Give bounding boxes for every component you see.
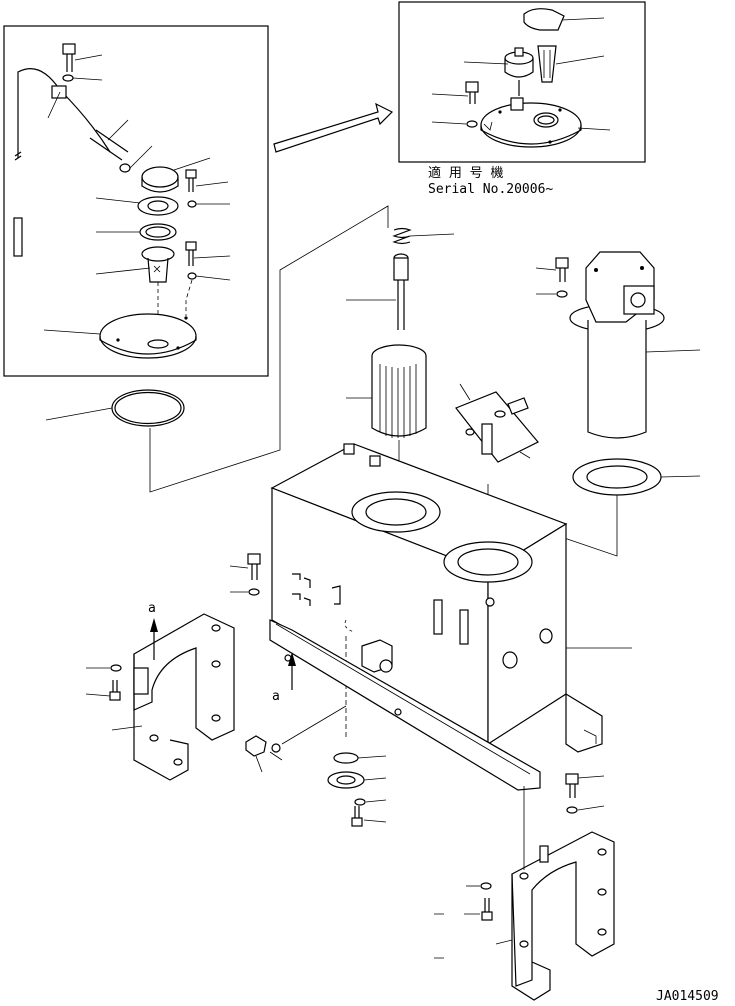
small-bracket [455, 383, 539, 463]
wire-clamp-icon [51, 85, 67, 99]
tank-base-rail [269, 619, 603, 791]
left-mounting-bracket [85, 553, 261, 781]
cover-plate-icon [99, 313, 197, 359]
line-filter-assembly [487, 251, 701, 557]
right-inset-breather [398, 1, 646, 163]
o-ring [45, 389, 185, 427]
bolt-icon [62, 43, 76, 55]
cap-icon [141, 166, 179, 188]
float-sensor-icon [13, 217, 23, 257]
view-marker-a-left: a [148, 601, 156, 616]
drawing-number: JA014509 [656, 989, 719, 1004]
view-marker-a-middle: a [272, 689, 280, 704]
applicable-serial-label: 適 用 号 機 [428, 166, 504, 181]
reference-bracket-left [149, 205, 389, 493]
reference-arrow-icon [273, 102, 394, 153]
view-arrow-middle [288, 652, 296, 690]
hydraulic-tank [270, 443, 632, 746]
serial-number-range: Serial No.20006~ [428, 182, 554, 197]
right-mounting-bracket [434, 773, 615, 1001]
left-inset-level-gauge [3, 25, 269, 377]
drain-plug-assembly [245, 705, 387, 827]
washer-icon [62, 74, 74, 82]
